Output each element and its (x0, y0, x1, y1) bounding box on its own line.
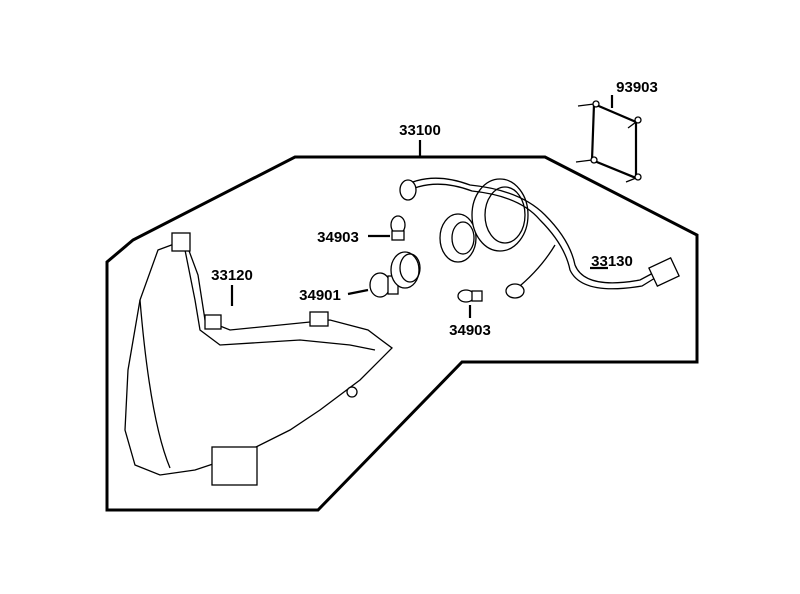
wiring-harness (399, 177, 680, 299)
bulb-upper (390, 215, 406, 241)
bulb-main-leader (347, 288, 369, 296)
screws-group (575, 95, 642, 183)
label-34903-upper[interactable]: 34903 (317, 229, 359, 246)
socket-rings (439, 178, 529, 263)
bulb-main (369, 251, 421, 298)
label-33120[interactable]: 33120 (211, 267, 253, 284)
label-34903-lower[interactable]: 34903 (449, 322, 491, 339)
label-93903[interactable]: 93903 (616, 79, 658, 96)
label-33100[interactable]: 33100 (399, 122, 441, 139)
headlight-housing (124, 232, 393, 486)
label-33130[interactable]: 33130 (591, 253, 633, 270)
assembly-outline (105, 155, 699, 512)
bulb-lower (457, 289, 483, 303)
label-34901[interactable]: 34901 (299, 287, 341, 304)
